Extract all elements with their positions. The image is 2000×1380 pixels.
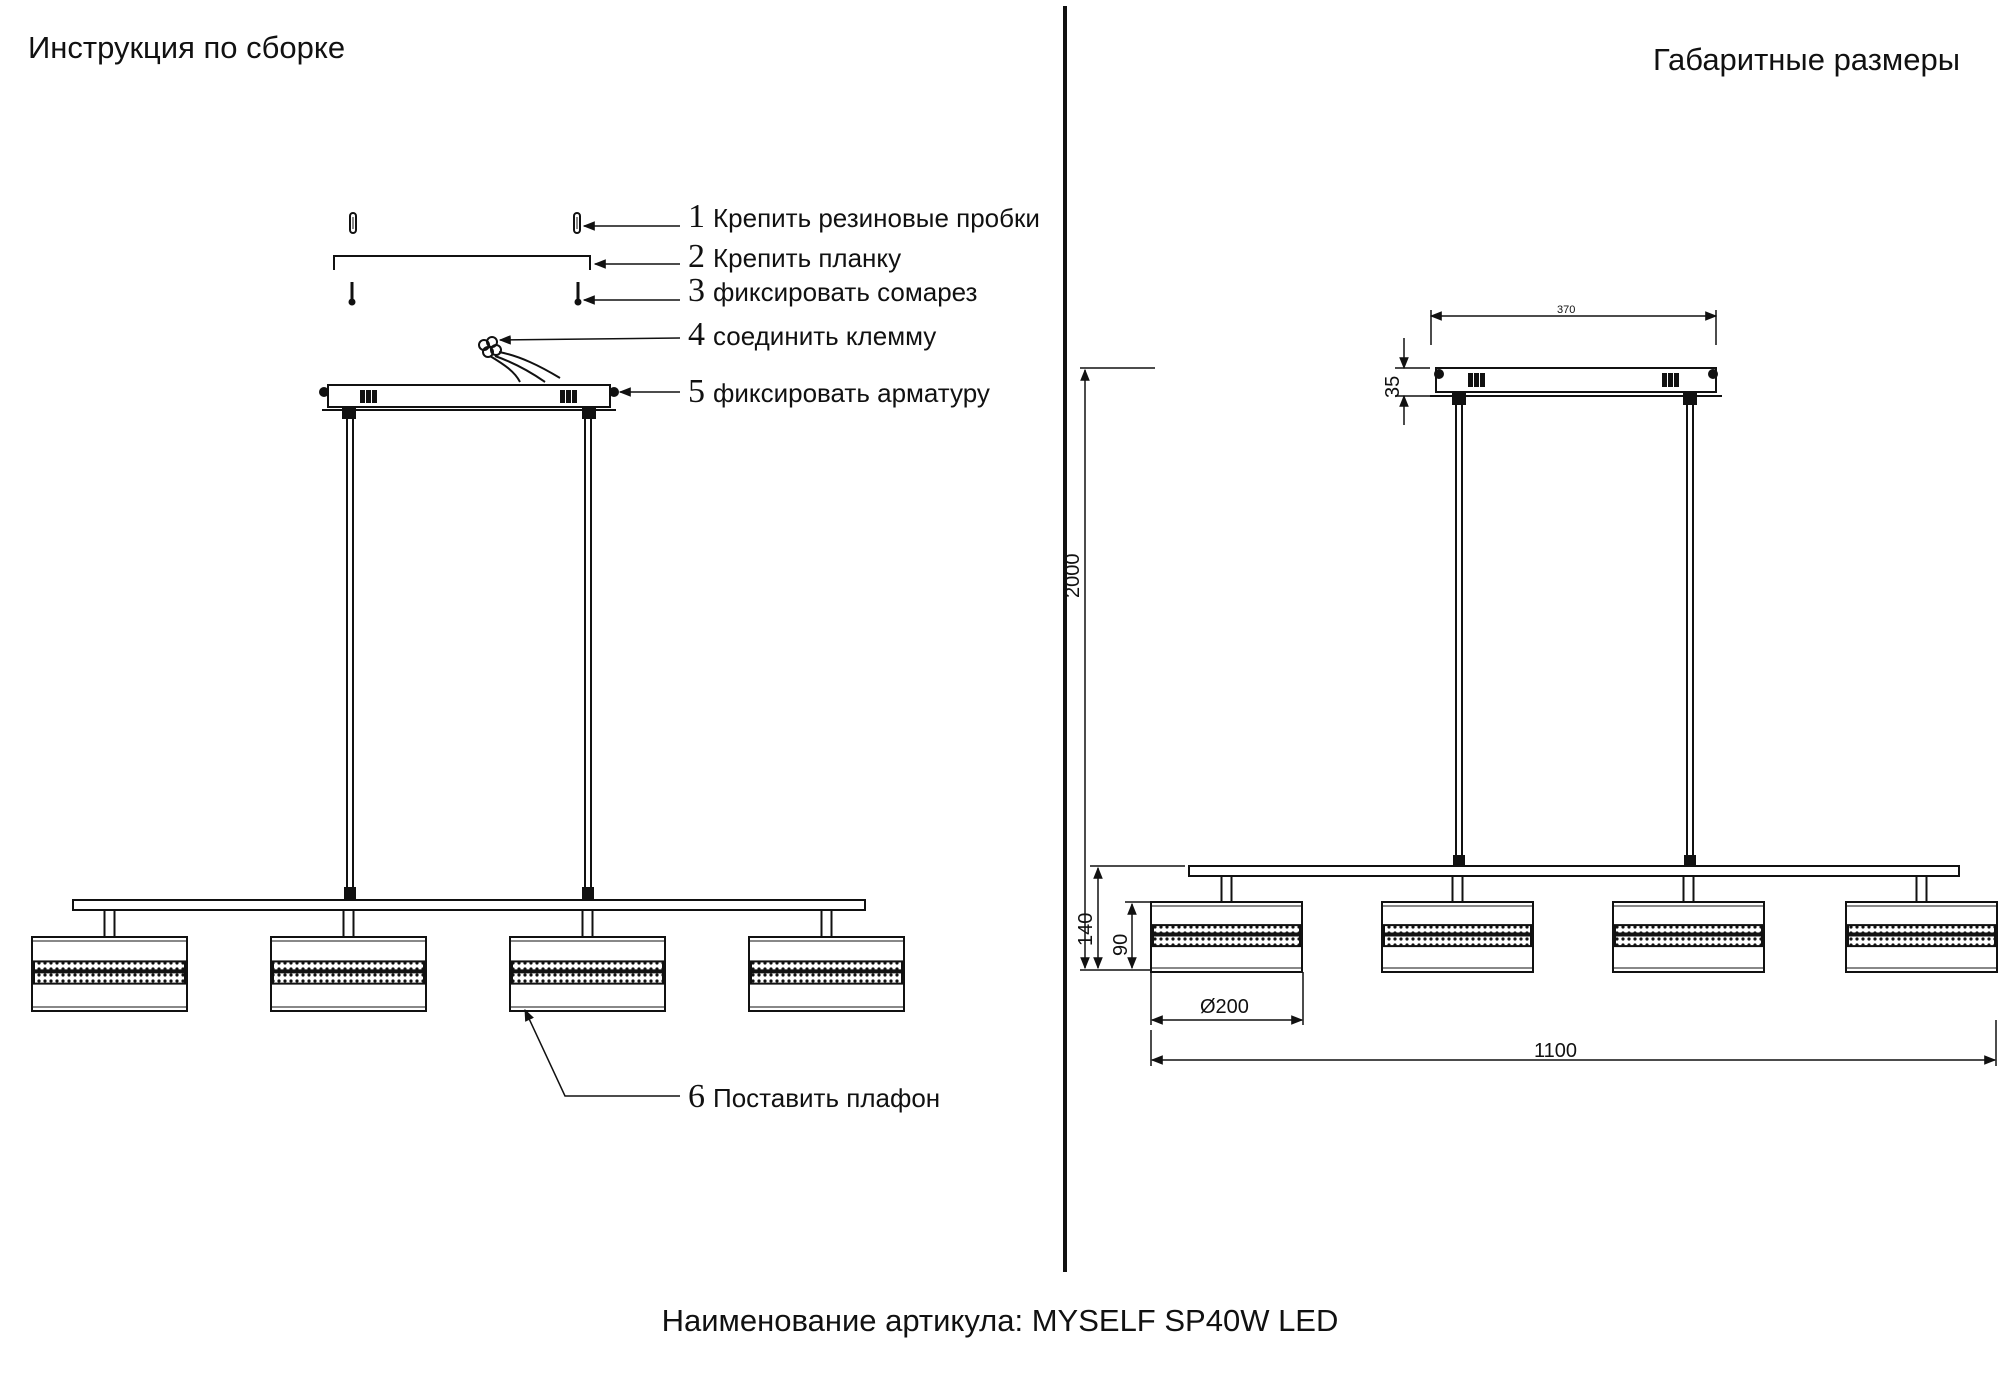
rubber-plug-right xyxy=(573,212,581,234)
screw-left xyxy=(348,282,356,306)
dim-shade-4 xyxy=(1845,875,1998,973)
screw-right xyxy=(574,282,582,306)
dim-bar xyxy=(1188,865,1960,877)
assembly-shades xyxy=(31,909,905,1012)
step-2-label: Крепить планку xyxy=(713,243,902,273)
assembly-shade-3 xyxy=(509,909,666,1012)
assembly-leaders xyxy=(498,221,681,1097)
dim-shade-1 xyxy=(1150,875,1303,973)
dimensions-heading: Габаритные размеры xyxy=(1652,42,1960,77)
dim-shades xyxy=(1150,875,1998,973)
step-4: 4 соединить клемму xyxy=(688,316,936,354)
step-4-label: соединить клемму xyxy=(713,321,937,351)
dim-cables xyxy=(1453,404,1696,867)
step-3: 3 фиксировать сомарез xyxy=(688,272,977,310)
step-5: 5 фиксировать арматуру xyxy=(688,373,990,411)
step-1: 1 Крепить резиновые пробки xyxy=(688,198,1040,236)
dim-plate-height: 35 xyxy=(1382,375,1404,398)
assembly-shade-2 xyxy=(270,909,427,1012)
dim-plate-width: 370 xyxy=(1557,304,1576,316)
suspension-cables xyxy=(344,418,594,901)
step-3-number: 3 xyxy=(688,272,705,309)
rubber-plug-left xyxy=(349,212,357,234)
dimension-drawing xyxy=(1080,310,1998,1066)
step-6-label: Поставить плафон xyxy=(713,1083,941,1113)
step-6-number: 6 xyxy=(688,1078,705,1115)
dim-canopy xyxy=(1430,367,1722,405)
dim-total-height: 2000 xyxy=(1062,553,1084,599)
dim-lines xyxy=(1080,310,1997,1066)
assembly-shade-4 xyxy=(748,909,905,1012)
main-bar xyxy=(72,899,866,911)
dim-total-width: 1100 xyxy=(1534,1040,1578,1062)
dim-shade-3 xyxy=(1612,875,1765,973)
step-5-label: фиксировать арматуру xyxy=(713,378,990,408)
step-1-number: 1 xyxy=(688,198,705,235)
mounting-bracket xyxy=(333,255,591,270)
assembly-shade-1 xyxy=(31,909,188,1012)
step-1-label: Крепить резиновые пробки xyxy=(713,203,1040,233)
dim-body-height: 140 xyxy=(1075,912,1097,946)
dim-shade-diameter: Ø200 xyxy=(1200,996,1249,1018)
step-5-number: 5 xyxy=(688,373,705,410)
dim-shade-2 xyxy=(1381,875,1534,973)
terminal-block xyxy=(478,336,561,383)
assembly-illustration xyxy=(31,212,905,1097)
step-2-number: 2 xyxy=(688,238,705,275)
step-4-number: 4 xyxy=(688,316,705,353)
canopy xyxy=(319,384,619,419)
article-name: Наименование артикула: MYSELF SP40W LED xyxy=(661,1303,1339,1338)
dim-shade-height: 90 xyxy=(1110,933,1132,956)
step-6: 6 Поставить плафон xyxy=(688,1078,940,1116)
step-3-label: фиксировать сомарез xyxy=(713,277,978,307)
assembly-heading: Инструкция по сборке xyxy=(28,30,346,65)
step-2: 2 Крепить планку xyxy=(688,238,901,276)
